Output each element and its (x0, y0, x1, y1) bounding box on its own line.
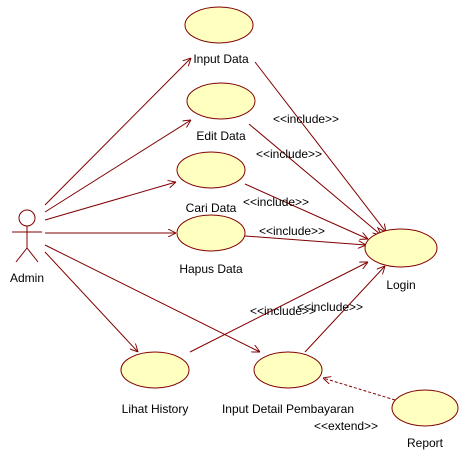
include-line-input-detail (304, 266, 385, 353)
assoc-cari-data (44, 182, 176, 221)
use-case-edit-data-label: Edit Data (196, 129, 246, 143)
use-case-report[interactable]: Report (391, 389, 459, 450)
extend-label-report: <<extend>> (314, 419, 378, 433)
use-case-input-detail-pembayaran-shape (253, 351, 323, 389)
use-case-edit-data[interactable]: Edit Data (186, 82, 256, 143)
use-case-input-data-label: Input Data (193, 52, 249, 66)
use-case-input-data-shape (184, 6, 254, 44)
include-label-lihat-history: <<include>> (250, 304, 316, 318)
actor-right-leg (26, 247, 39, 263)
use-case-input-data[interactable]: Input Data (184, 6, 254, 66)
actor-left-leg (15, 247, 28, 263)
use-case-report-shape (391, 389, 459, 427)
extend-line-report (323, 378, 396, 401)
assoc-lihat-history (44, 251, 138, 352)
include-label-input-data: <<include>> (273, 112, 339, 126)
use-case-hapus-data-label: Hapus Data (179, 262, 243, 276)
include-line-lihat-history (189, 262, 368, 353)
actor-head (18, 209, 36, 227)
use-case-lihat-history-shape (120, 351, 190, 389)
use-case-lihat-history[interactable]: Lihat History (120, 351, 190, 416)
use-case-report-label: Report (407, 436, 444, 450)
assoc-input-data (44, 58, 191, 206)
include-line-cari-data (244, 183, 368, 239)
include-label-hapus-data: <<include>> (259, 224, 325, 238)
include-line-edit-data (248, 123, 381, 235)
include-line-input-data (254, 61, 386, 232)
use-case-login-label: Login (386, 278, 415, 292)
use-case-cari-data[interactable]: Cari Data (176, 151, 246, 215)
include-label-cari-data: <<include>> (243, 195, 309, 209)
actor-label: Admin (10, 271, 44, 285)
use-case-hapus-data[interactable]: Hapus Data (176, 214, 246, 276)
assoc-edit-data (44, 120, 191, 213)
use-case-cari-data-label: Cari Data (186, 201, 237, 215)
use-case-login-shape (364, 228, 438, 268)
use-case-input-detail-pembayaran[interactable]: Input Detail Pembayaran (222, 351, 354, 416)
include-line-hapus-data (244, 235, 366, 245)
use-case-cari-data-shape (176, 151, 246, 189)
include-label-input-detail: <<include>> (297, 300, 363, 314)
use-case-lihat-history-label: Lihat History (122, 402, 189, 416)
use-case-login[interactable]: Login (364, 228, 438, 292)
use-case-edit-data-shape (186, 82, 256, 120)
include-label-edit-data: <<include>> (256, 147, 322, 161)
actor-admin[interactable]: Admin (10, 209, 44, 285)
use-case-hapus-data-shape (176, 214, 246, 252)
use-case-input-detail-pembayaran-label: Input Detail Pembayaran (222, 402, 354, 416)
